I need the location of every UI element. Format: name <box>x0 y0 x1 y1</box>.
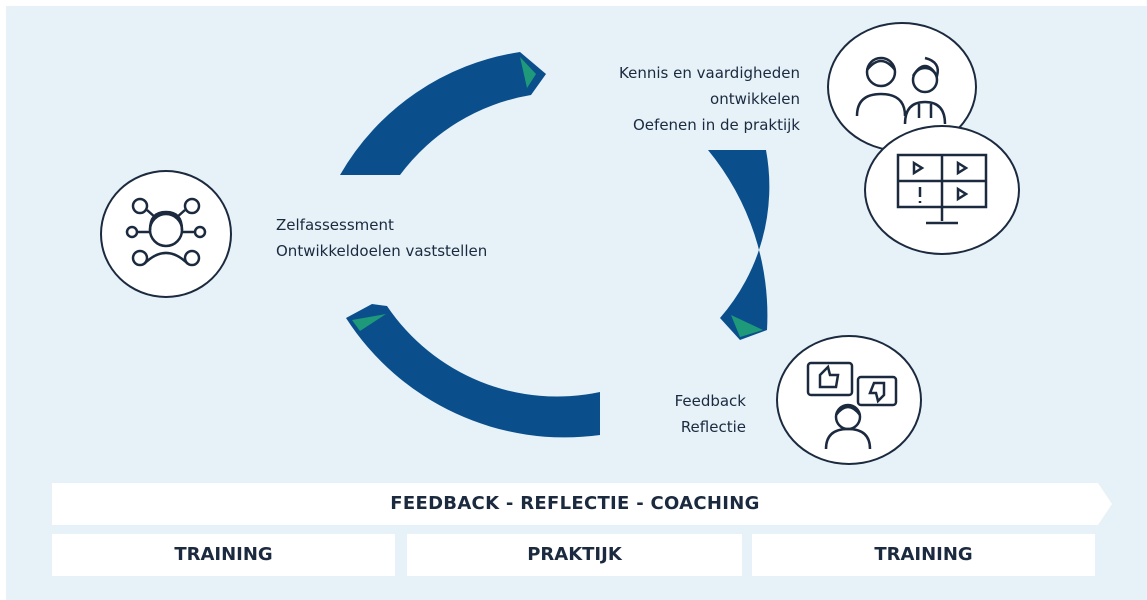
step-line-1: Kennis en vaardigheden <box>619 64 800 82</box>
cycle-arc-right <box>708 150 770 340</box>
banner-arrow <box>52 483 1112 525</box>
banner-label: FEEDBACK - REFLECTIE - COACHING <box>390 493 760 514</box>
arrow-tip-bottom <box>352 314 386 331</box>
cycle-arc-top <box>340 52 546 175</box>
phase-training-1: TRAINING <box>52 534 395 576</box>
person-network-icon <box>100 170 232 298</box>
step-line-1: Zelfassessment <box>276 216 394 234</box>
step-label-feedback: Feedback Reflectie <box>600 388 746 440</box>
step-line-1: Feedback <box>674 392 746 410</box>
arrow-tip-right <box>731 315 763 337</box>
step-line-2: Reflectie <box>680 418 746 436</box>
arrow-tip-top <box>520 57 536 88</box>
step-line-2: ontwikkelen <box>710 90 800 108</box>
cycle-arc-bottom <box>346 304 600 438</box>
feedback-thumbs-icon <box>776 335 922 465</box>
phase-praktijk: PRAKTIJK <box>407 534 742 576</box>
video-screen-icon <box>864 125 1020 255</box>
step-label-development: Kennis en vaardigheden ontwikkelen Oefen… <box>560 60 800 138</box>
step-line-3: Oefenen in de praktijk <box>633 116 800 134</box>
step-label-assessment: Zelfassessment Ontwikkeldoelen vaststell… <box>276 212 487 264</box>
phase-training-2: TRAINING <box>752 534 1095 576</box>
step-line-2: Ontwikkeldoelen vaststellen <box>276 242 488 260</box>
